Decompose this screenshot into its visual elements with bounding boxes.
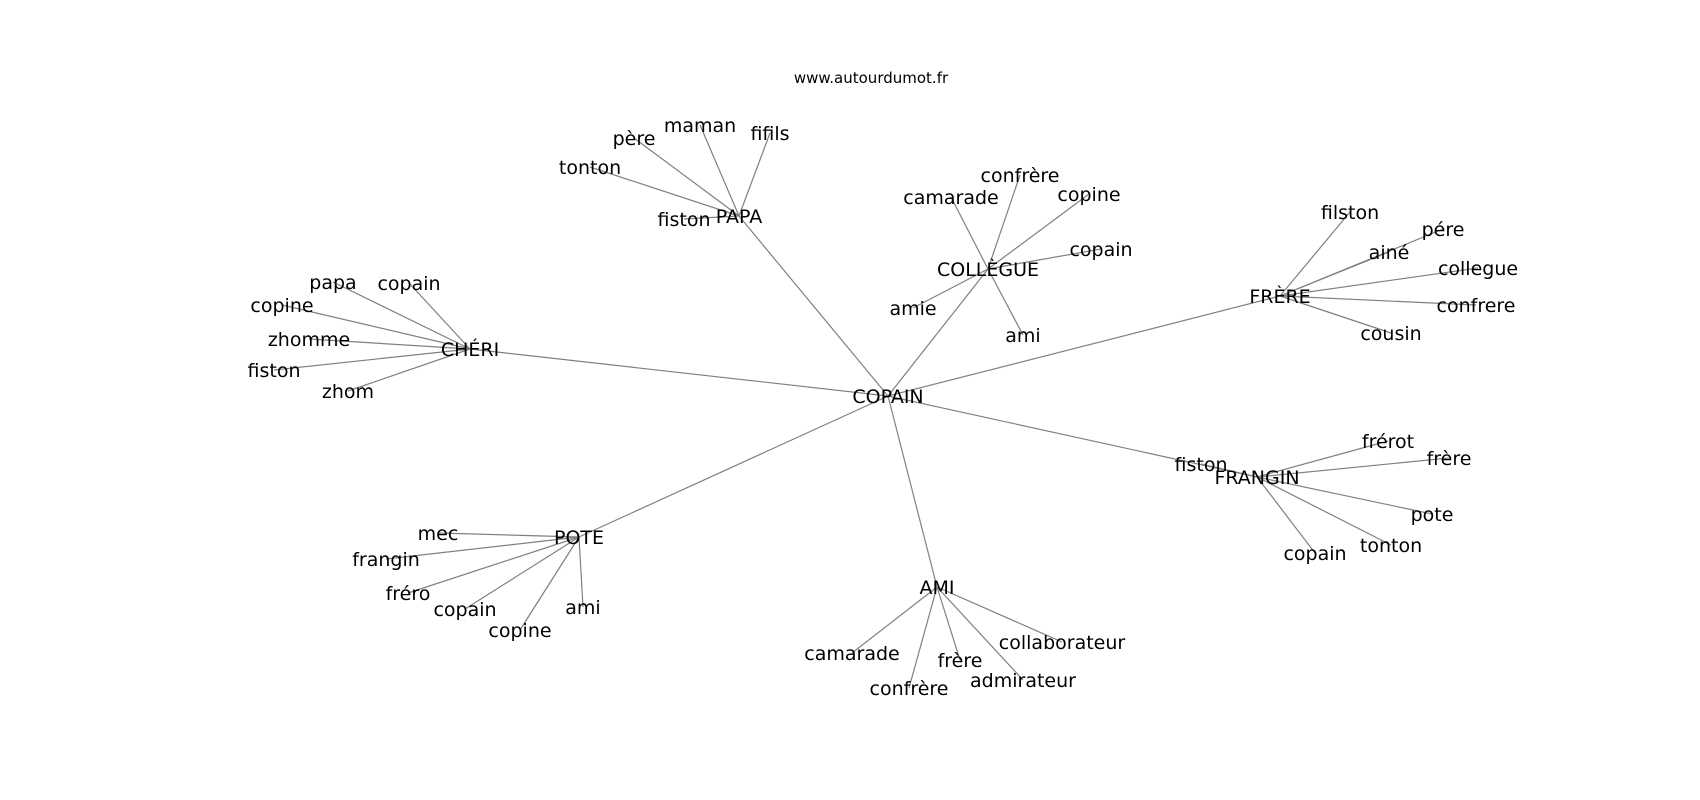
edge-center-collegue bbox=[887, 268, 989, 397]
edge-center-pote bbox=[578, 395, 889, 538]
edge-collegue-leaf bbox=[987, 193, 1090, 270]
edge-frere-leaf bbox=[1279, 295, 1392, 334]
leaf-node-collegue: copain bbox=[1069, 239, 1132, 261]
edge-frere-leaf bbox=[1279, 267, 1479, 297]
leaf-node-collegue: amie bbox=[889, 298, 936, 320]
source-credit: www.autourdumot.fr bbox=[794, 69, 949, 87]
edge-papa-leaf bbox=[699, 124, 740, 217]
leaf-node-papa: maman bbox=[664, 115, 736, 137]
edge-papa-leaf bbox=[683, 215, 740, 220]
hub-node-papa: PAPA bbox=[716, 206, 762, 228]
edge-papa-leaf bbox=[633, 137, 740, 217]
edge-frangin-leaf bbox=[1256, 476, 1316, 554]
hub-node-ami: AMI bbox=[920, 577, 955, 599]
leaf-node-cheri: zhomme bbox=[268, 329, 350, 351]
hub-node-cheri: CHÉRI bbox=[441, 338, 499, 361]
edge-collegue-leaf bbox=[987, 174, 1021, 270]
edge-frere-leaf bbox=[1279, 211, 1351, 297]
leaf-node-frangin: frère bbox=[1427, 448, 1472, 470]
leaf-node-collegue: ami bbox=[1005, 325, 1040, 347]
hub-node-collegue: COLLÈGUE bbox=[937, 258, 1039, 281]
edge-pote-leaf bbox=[407, 536, 580, 594]
leaf-node-frere: cousin bbox=[1360, 323, 1421, 345]
edge-collegue-leaf bbox=[912, 268, 989, 309]
hub-node-frere: FRÈRE bbox=[1249, 285, 1310, 308]
graph-edges bbox=[273, 124, 1479, 689]
leaf-node-collegue: confrère bbox=[981, 165, 1060, 187]
leaf-node-frere: confrere bbox=[1437, 295, 1516, 317]
leaf-node-frangin: tonton bbox=[1360, 535, 1422, 557]
edge-frangin-leaf bbox=[1200, 463, 1258, 478]
center-node-label: COPAIN bbox=[852, 386, 923, 408]
leaf-node-ami: camarade bbox=[804, 643, 899, 665]
edge-frere-leaf bbox=[1279, 295, 1477, 306]
edge-cheri-leaf bbox=[308, 338, 471, 350]
edge-frangin-leaf bbox=[1256, 440, 1389, 478]
leaf-node-ami: confrère bbox=[870, 678, 949, 700]
leaf-node-frangin: frérot bbox=[1362, 431, 1414, 453]
leaf-node-frere: collegue bbox=[1438, 258, 1518, 280]
leaf-node-papa: fifils bbox=[750, 123, 789, 145]
edge-cheri-leaf bbox=[332, 281, 471, 350]
edge-cheri-leaf bbox=[408, 282, 471, 350]
edge-cheri-leaf bbox=[281, 304, 471, 350]
edge-papa-leaf bbox=[738, 132, 771, 217]
edge-collegue-leaf bbox=[987, 268, 1024, 336]
edge-center-cheri bbox=[469, 348, 889, 397]
edge-collegue-leaf bbox=[987, 248, 1102, 270]
leaf-node-frangin: pote bbox=[1411, 504, 1454, 526]
edge-cheri-leaf bbox=[347, 348, 471, 392]
leaf-node-ami: collaborateur bbox=[999, 632, 1126, 654]
leaf-node-papa: tonton bbox=[559, 157, 621, 179]
leaf-node-frere: pére bbox=[1422, 219, 1465, 241]
leaf-node-pote: frangin bbox=[352, 549, 420, 571]
leaf-node-frere: ainé bbox=[1369, 242, 1410, 264]
leaf-node-ami: frère bbox=[938, 650, 983, 672]
edge-ami-leaf bbox=[908, 586, 938, 689]
edge-papa-leaf bbox=[589, 166, 740, 217]
leaf-node-frangin: fiston bbox=[1175, 454, 1228, 476]
edge-frangin-leaf bbox=[1256, 476, 1392, 546]
edge-pote-leaf bbox=[519, 536, 580, 631]
leaf-node-collegue: camarade bbox=[903, 187, 998, 209]
leaf-node-papa: fiston bbox=[658, 209, 711, 231]
leaf-node-cheri: copain bbox=[377, 273, 440, 295]
edge-center-ami bbox=[887, 395, 938, 588]
edge-ami-leaf bbox=[936, 586, 1024, 681]
leaf-node-pote: copine bbox=[488, 620, 551, 642]
edge-ami-leaf bbox=[936, 586, 1063, 643]
leaf-node-pote: fréro bbox=[386, 583, 431, 605]
edge-pote-leaf bbox=[464, 536, 580, 610]
edge-ami-leaf bbox=[851, 586, 938, 654]
edge-frangin-leaf bbox=[1256, 457, 1450, 478]
edge-pote-leaf bbox=[385, 536, 580, 560]
edge-collegue-leaf bbox=[950, 196, 989, 270]
leaf-node-cheri: papa bbox=[309, 272, 356, 294]
edge-frangin-leaf bbox=[1256, 476, 1433, 515]
leaf-node-pote: ami bbox=[565, 597, 600, 619]
leaf-node-pote: mec bbox=[418, 523, 459, 545]
edge-center-frere bbox=[887, 295, 1281, 397]
edge-frere-leaf bbox=[1279, 251, 1390, 297]
hub-node-frangin: FRANGIN bbox=[1214, 467, 1299, 489]
leaf-node-cheri: zhom bbox=[322, 381, 374, 403]
leaf-node-collegue: copine bbox=[1057, 184, 1120, 206]
edge-pote-leaf bbox=[578, 536, 584, 608]
hub-node-pote: POTE bbox=[554, 527, 604, 549]
leaf-node-cheri: fiston bbox=[248, 360, 301, 382]
edge-pote-leaf bbox=[437, 532, 580, 538]
edge-center-papa bbox=[738, 215, 889, 397]
leaf-node-ami: admirateur bbox=[970, 670, 1076, 692]
leaf-node-frangin: copain bbox=[1283, 543, 1346, 565]
leaf-node-papa: père bbox=[613, 128, 656, 150]
edge-cheri-leaf bbox=[273, 348, 471, 371]
edge-ami-leaf bbox=[936, 586, 961, 661]
leaf-node-cheri: copine bbox=[250, 295, 313, 317]
leaf-node-pote: copain bbox=[433, 599, 496, 621]
leaf-node-frere: filston bbox=[1321, 202, 1379, 224]
edge-center-frangin bbox=[887, 395, 1258, 478]
